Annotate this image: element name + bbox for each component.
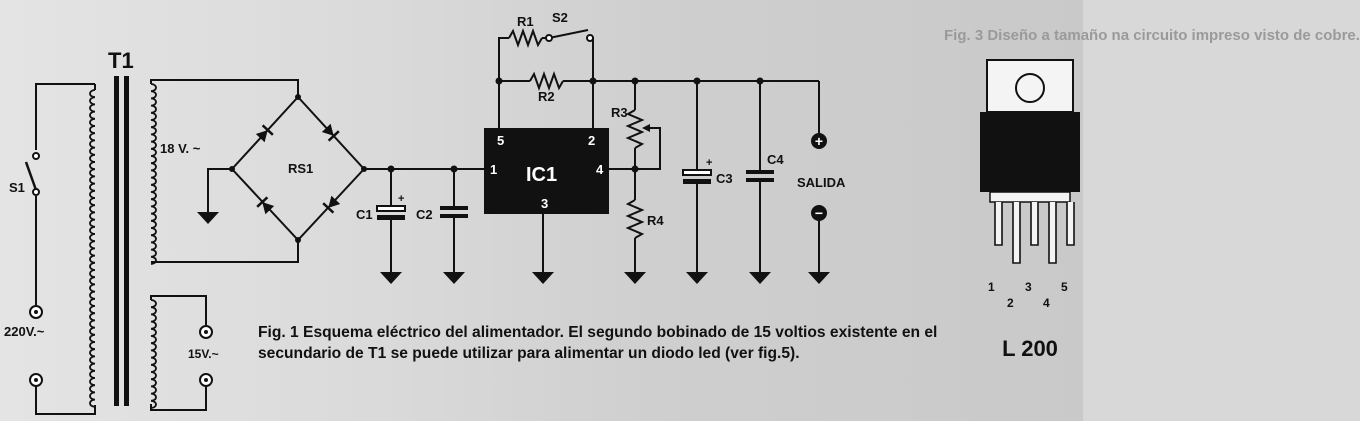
transformer-label: T1 bbox=[108, 48, 134, 73]
ic1-label: IC1 bbox=[526, 164, 557, 186]
primary-wiring bbox=[35, 83, 96, 415]
output-label: SALIDA bbox=[797, 175, 846, 190]
l200-pin-3: 3 bbox=[1025, 280, 1032, 294]
l200-pin-2: 2 bbox=[1007, 296, 1014, 310]
switch-s1-label: S1 bbox=[9, 180, 25, 195]
ic1-pin3-label: 3 bbox=[541, 196, 548, 211]
l200-leads bbox=[994, 202, 1075, 264]
l200-package-drawing bbox=[980, 59, 1080, 203]
bridge-label: RS1 bbox=[288, 161, 313, 176]
mains-voltage-label: 220V.~ bbox=[4, 324, 45, 339]
aux-voltage-label: 15V.~ bbox=[188, 347, 219, 361]
c4-label: C4 bbox=[767, 152, 784, 167]
secondary2-wiring bbox=[150, 295, 207, 411]
schematic-diagram: T1 S1 220V.~ 18 V. ~ 15V.~ bbox=[4, 10, 1080, 415]
l200-lead bbox=[1030, 202, 1039, 246]
l200-lead bbox=[1048, 202, 1057, 264]
c1-label: C1 bbox=[356, 207, 373, 222]
mains-terminals bbox=[29, 305, 43, 387]
svg-text:+: + bbox=[815, 133, 823, 149]
secondary-voltage-label: 18 V. ~ bbox=[160, 141, 201, 156]
l200-pin-5: 5 bbox=[1061, 280, 1068, 294]
l200-lead bbox=[1012, 202, 1021, 264]
l200-package-label: L 200 bbox=[1002, 336, 1058, 361]
l200-lead bbox=[994, 202, 1003, 246]
ic1-pin5-label: 5 bbox=[497, 133, 504, 148]
c2-label: C2 bbox=[416, 207, 433, 222]
svg-text:−: − bbox=[815, 205, 823, 221]
switch-s1 bbox=[24, 152, 40, 196]
switch-s2 bbox=[545, 34, 594, 42]
figure-caption: Fig. 1 Esquema eléctrico del alimentador… bbox=[258, 324, 938, 362]
transformer-t1 bbox=[89, 76, 157, 409]
svg-text:+: + bbox=[398, 193, 404, 205]
r3-label: R3 bbox=[611, 105, 628, 120]
aux-terminals bbox=[199, 325, 213, 387]
secondary-wiring bbox=[150, 79, 299, 263]
ic1-pin1-label: 1 bbox=[490, 162, 497, 177]
ic1-regulator bbox=[484, 128, 609, 214]
r4-label: R4 bbox=[647, 213, 664, 228]
r1-label: R1 bbox=[517, 14, 534, 29]
feedback-divider bbox=[609, 81, 661, 262]
l200-pin-1: 1 bbox=[988, 280, 995, 294]
ic1-pin4-label: 4 bbox=[596, 162, 604, 177]
capacitor-c3: + bbox=[682, 81, 712, 262]
current-limit-network bbox=[498, 28, 819, 128]
svg-text:+: + bbox=[706, 157, 712, 169]
r2-label: R2 bbox=[538, 89, 555, 104]
ic1-pin2-label: 2 bbox=[588, 133, 595, 148]
bridge-rs1 bbox=[229, 94, 367, 243]
capacitor-c1: + bbox=[376, 169, 406, 262]
l200-lead bbox=[1066, 202, 1075, 246]
c3-label: C3 bbox=[716, 171, 733, 186]
output-negative-terminal: − bbox=[811, 205, 827, 221]
background-figure-caption: Fig. 3 Diseño a tamaño na circuito impre… bbox=[944, 27, 1360, 44]
l200-pin-4: 4 bbox=[1043, 296, 1050, 310]
s2-label: S2 bbox=[552, 10, 568, 25]
capacitor-c4 bbox=[746, 81, 774, 262]
output-positive-terminal: + bbox=[811, 133, 827, 149]
capacitor-c2 bbox=[440, 169, 468, 262]
